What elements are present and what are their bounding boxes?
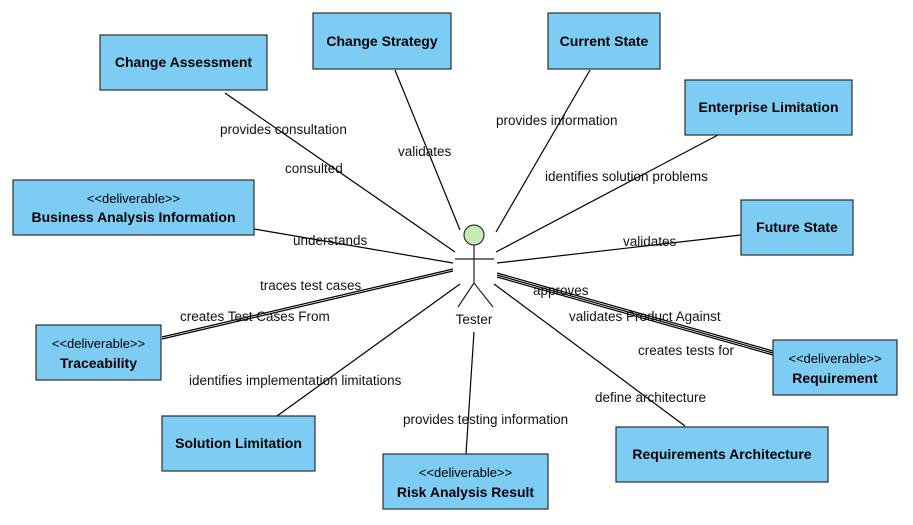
line-requirements-architecture[interactable] (493, 283, 686, 427)
node-title: Requirement (792, 370, 878, 386)
node-risk-analysis-result[interactable]: <<deliverable>> Risk Analysis Result (382, 453, 549, 510)
edge-label-understands: understands (293, 233, 368, 248)
edge-label-validates-future: validates (623, 234, 677, 249)
edge-label-approves: approves (533, 283, 589, 298)
node-traceability[interactable]: <<deliverable>> Traceability (35, 324, 162, 381)
edge-label-provides-information: provides information (496, 113, 618, 128)
actor-tester[interactable]: Tester (455, 224, 494, 327)
node-stereotype: <<deliverable>> (419, 465, 512, 480)
node-title: Change Strategy (326, 33, 437, 49)
node-title: Requirements Architecture (632, 446, 811, 462)
line-requirement-c[interactable] (496, 276, 774, 356)
node-title: Enterprise Limitation (698, 99, 838, 115)
node-change-strategy[interactable]: Change Strategy (312, 12, 452, 70)
association-lines (161, 69, 774, 455)
edge-label-consulted: consulted (285, 161, 343, 176)
node-title: Traceability (60, 355, 137, 371)
node-requirement[interactable]: <<deliverable>> Requirement (772, 339, 898, 396)
line-future-state[interactable] (496, 234, 742, 264)
line-change-assessment[interactable] (224, 92, 456, 253)
node-enterprise-limitation[interactable]: Enterprise Limitation (684, 79, 853, 136)
edge-label-identifies-solution-problems: identifies solution problems (545, 169, 708, 184)
line-solution-limitation[interactable] (276, 283, 461, 417)
line-business-analysis-information[interactable] (253, 228, 454, 264)
node-business-analysis-information[interactable]: <<deliverable>> Business Analysis Inform… (12, 179, 255, 236)
node-title: Risk Analysis Result (397, 484, 535, 500)
edge-label-validates-product-against: validates Product Against (569, 309, 721, 324)
line-enterprise-limitation[interactable] (495, 134, 719, 253)
node-stereotype: <<deliverable>> (52, 336, 145, 351)
association-labels: provides consultation consulted validate… (180, 113, 735, 427)
node-requirements-architecture[interactable]: Requirements Architecture (615, 426, 829, 483)
node-title: Business Analysis Information (31, 209, 235, 225)
node-title: Change Assessment (115, 54, 253, 70)
line-requirement-b[interactable] (496, 274, 774, 354)
line-change-strategy[interactable] (394, 69, 461, 231)
edge-label-creates-test-cases-from: creates Test Cases From (180, 309, 330, 324)
line-traceability-a[interactable] (161, 270, 454, 340)
node-future-state[interactable]: Future State (740, 199, 854, 256)
node-title: Future State (756, 219, 838, 235)
actor-right-leg (473, 282, 494, 308)
line-traceability-b[interactable] (161, 268, 454, 338)
node-current-state[interactable]: Current State (547, 12, 661, 70)
node-solution-limitation[interactable]: Solution Limitation (161, 415, 316, 472)
node-title: Current State (560, 33, 649, 49)
line-requirement-a[interactable] (496, 272, 774, 352)
edge-label-provides-testing-information: provides testing information (403, 412, 568, 427)
node-stereotype: <<deliverable>> (788, 351, 881, 366)
node-stereotype: <<deliverable>> (87, 191, 180, 206)
edge-label-identifies-implementation-limitations: identifies implementation limitations (189, 373, 402, 388)
actor-left-leg (457, 282, 475, 308)
actor-head-icon (463, 224, 485, 246)
edge-label-traces-test-cases: traces test cases (260, 278, 362, 293)
node-title: Solution Limitation (175, 435, 302, 451)
edge-label-validates-strategy: validates (398, 144, 452, 159)
node-change-assessment[interactable]: Change Assessment (99, 34, 268, 91)
edge-label-provides-consultation: provides consultation (220, 122, 347, 137)
line-risk-analysis-result[interactable] (465, 331, 475, 455)
edge-label-creates-tests-for: creates tests for (638, 343, 735, 358)
edge-label-define-architecture: define architecture (595, 390, 706, 405)
actor-name: Tester (456, 312, 493, 327)
line-current-state[interactable] (495, 69, 591, 233)
